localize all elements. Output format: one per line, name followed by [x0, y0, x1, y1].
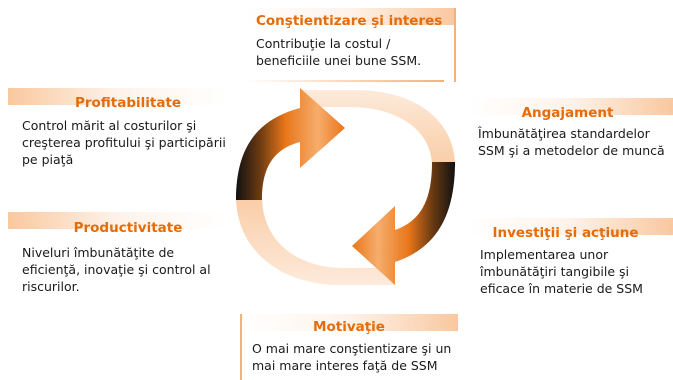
- box-header-bg: [244, 8, 456, 25]
- box-header-bg: [468, 218, 673, 235]
- box-title: Angajament: [521, 105, 614, 121]
- box-header-bg: [8, 88, 226, 105]
- box-header-bg: [240, 314, 458, 331]
- box-rule: [244, 80, 444, 82]
- box-rule: [240, 314, 242, 380]
- arrow-upper-left: [236, 88, 345, 200]
- box-text: Control mărit al costurilor şi creşterea…: [22, 118, 226, 167]
- box-text: Îmbunătăţirea standardelor SSM şi a meto…: [478, 126, 665, 158]
- box-text: Niveluri îmbunătăţite de eficienţă, inov…: [22, 245, 211, 294]
- box-title: Investiţii şi acţiune: [492, 225, 639, 241]
- box-investment: Investiţii şi acţiune Implementarea unor…: [468, 218, 673, 304]
- arrow-lower-right: [352, 162, 455, 285]
- box-awareness: Conştientizare şi interes Contribuţie la…: [244, 8, 456, 82]
- cycle-band-left: [236, 196, 395, 285]
- box-title: Profitabilitate: [74, 95, 182, 111]
- cycle-band-right: [300, 90, 455, 166]
- box-title: Conştientizare şi interes: [256, 13, 443, 29]
- box-rule: [454, 8, 456, 82]
- box-profitability: Profitabilitate Control mărit al costuri…: [8, 88, 226, 178]
- box-commitment: Angajament Îmbunătăţirea standardelor SS…: [470, 98, 673, 170]
- box-header-bg: [470, 98, 673, 115]
- box-motivation: Motivaţie O mai mare conştientizare şi u…: [240, 314, 458, 380]
- box-title: Productivitate: [73, 220, 183, 236]
- box-productivity: Productivitate Niveluri îmbunătăţite de …: [8, 212, 226, 304]
- box-title: Motivaţie: [313, 319, 385, 335]
- box-text: Contribuţie la costul / beneficiile unei…: [256, 36, 422, 68]
- box-text: Implementarea unor îmbunătăţiri tangibil…: [480, 247, 643, 296]
- box-text: O mai mare conştientizare şi un mai mare…: [252, 341, 452, 373]
- box-header-bg: [8, 212, 226, 229]
